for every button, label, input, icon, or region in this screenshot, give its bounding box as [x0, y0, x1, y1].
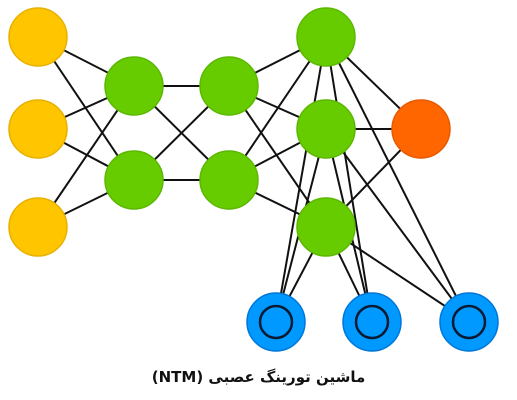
edge-hidden3-memory	[325, 36, 373, 323]
hidden-neuron	[199, 56, 259, 116]
hidden-neuron	[296, 99, 356, 159]
input-neuron	[8, 7, 68, 67]
memory-cell	[246, 292, 306, 352]
hidden-neuron	[199, 150, 259, 210]
input-neuron	[8, 197, 68, 257]
input-neuron	[8, 99, 68, 159]
neurons	[8, 7, 499, 352]
memory-cell-ring	[354, 304, 390, 340]
memory-cell-ring	[451, 304, 487, 340]
hidden-neuron	[296, 197, 356, 257]
output-neuron	[391, 99, 451, 159]
edge-hidden3-memory	[275, 36, 327, 323]
hidden-neuron	[296, 7, 356, 67]
edge-hidden3-memory	[325, 128, 470, 323]
edge-hidden3-memory	[325, 36, 470, 323]
memory-cell	[342, 292, 402, 352]
hidden-neuron	[104, 56, 164, 116]
diagram-caption: ماشین تورینگ عصبی (NTM)	[151, 368, 366, 386]
hidden-neuron	[104, 150, 164, 210]
memory-cell	[439, 292, 499, 352]
memory-cell-ring	[258, 304, 294, 340]
